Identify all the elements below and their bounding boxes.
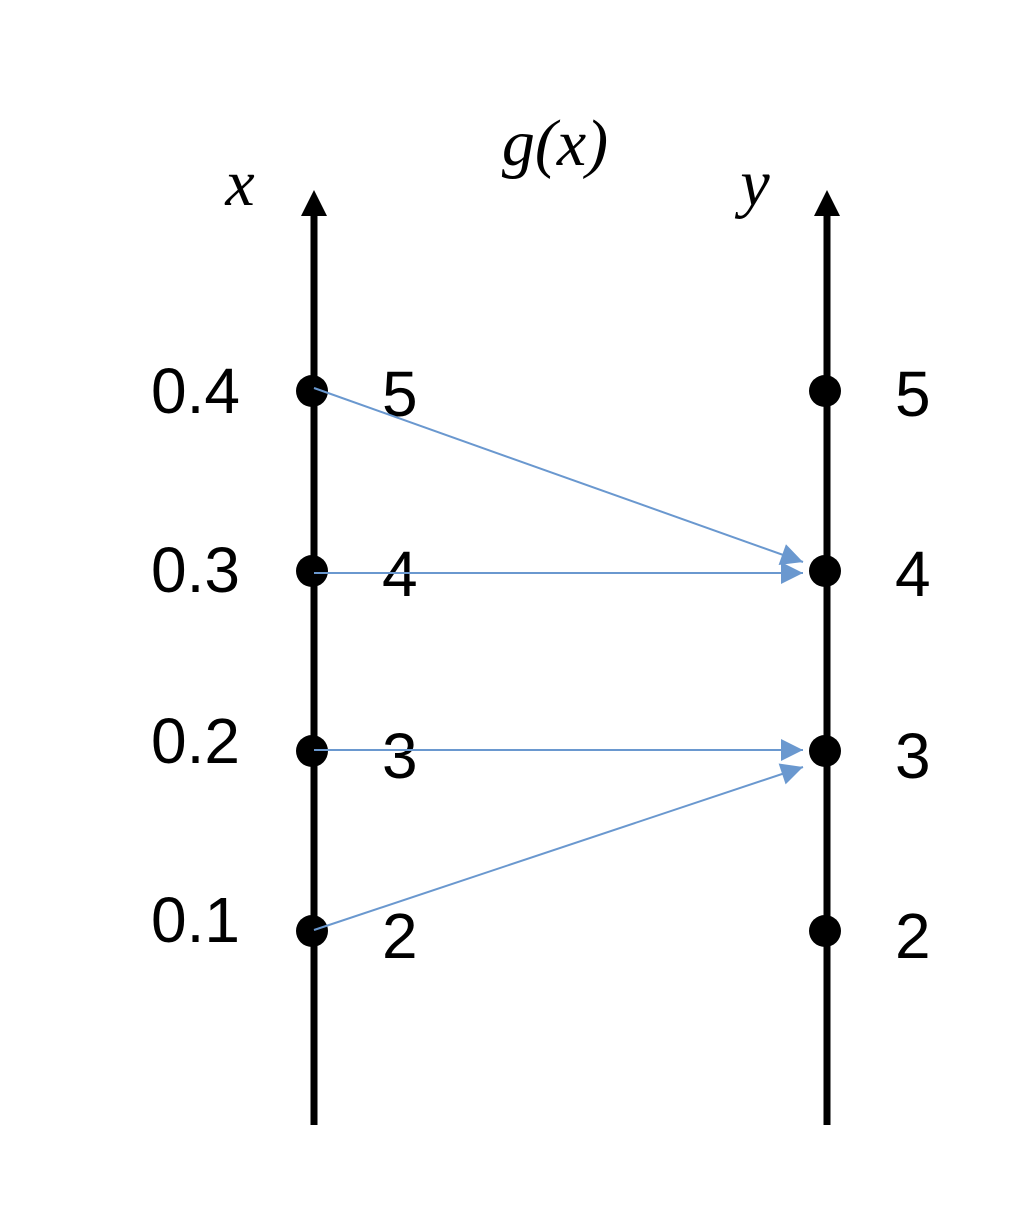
right-axis-points — [809, 375, 841, 947]
mapping-arrow-2-to-3 — [313, 763, 804, 931]
right-point-4 — [809, 555, 841, 587]
left-point-2 — [296, 915, 328, 947]
probability-label: 0.2 — [151, 705, 240, 777]
right-point-3 — [809, 735, 841, 767]
mapping-arrows — [313, 387, 804, 931]
left-point-5 — [296, 375, 328, 407]
right-point-2 — [809, 915, 841, 947]
right-point-5 — [809, 375, 841, 407]
left-axis-points — [296, 375, 328, 947]
mapping-arrow-5-to-4 — [313, 387, 804, 565]
y-value-label: 3 — [895, 720, 931, 792]
y-value-label: 4 — [895, 538, 931, 610]
probability-label: 0.1 — [151, 884, 240, 956]
x-value-label: 2 — [382, 900, 418, 972]
probability-label: 0.3 — [151, 534, 240, 606]
left-point-3 — [296, 735, 328, 767]
right-axis-arrowhead — [814, 190, 840, 216]
diagram-title: g(x) — [502, 107, 608, 180]
left-axis-name: x — [224, 147, 254, 220]
left-axis-arrowhead — [301, 190, 327, 216]
y-value-label: 5 — [895, 358, 931, 430]
x-value-label: 3 — [382, 720, 418, 792]
probability-label: 0.4 — [151, 355, 240, 427]
y-value-label: 2 — [895, 900, 931, 972]
right-axis-name: y — [734, 147, 770, 220]
left-point-4 — [296, 555, 328, 587]
